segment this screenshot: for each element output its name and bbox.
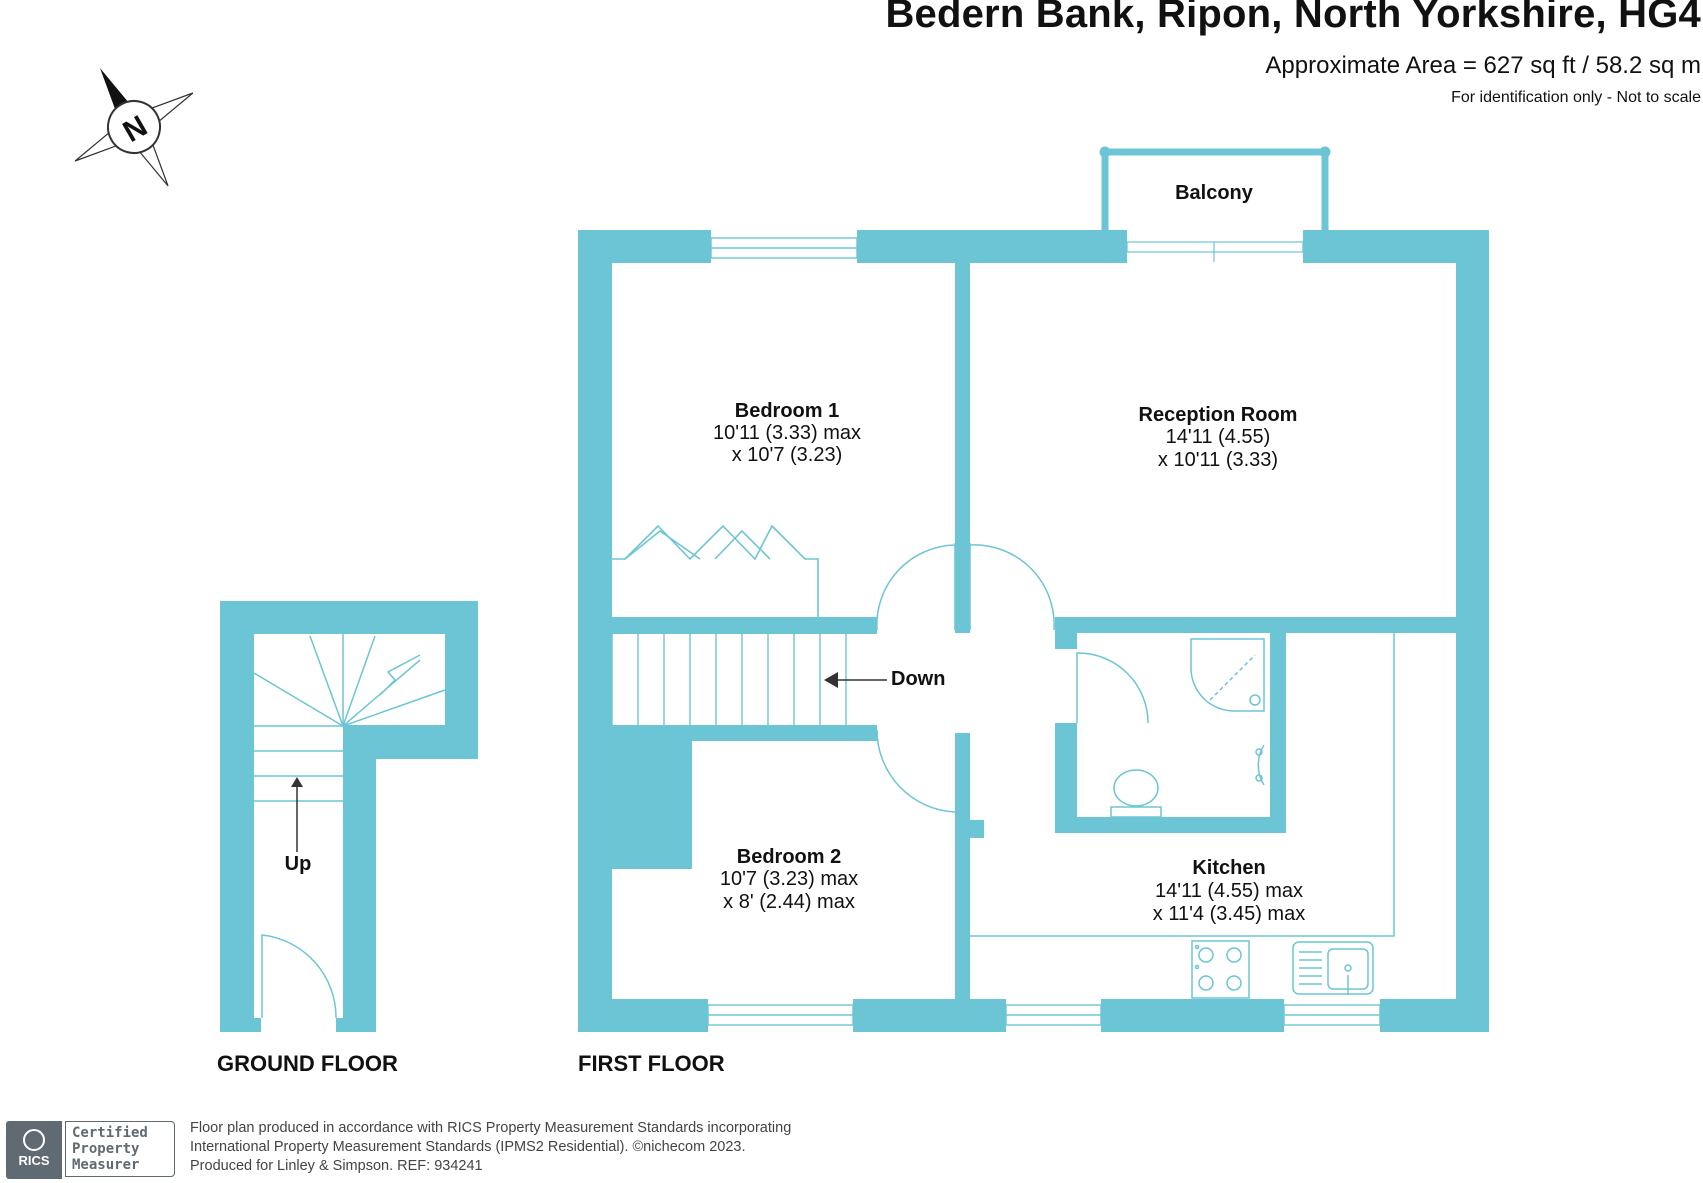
rics-line-3: Measurer [72,1157,140,1173]
bedroom1-dimension-2: x 10'7 (3.23) [732,444,843,466]
first-floor-label: FIRST FLOOR [578,1051,725,1076]
ground-floor-label: GROUND FLOOR [217,1051,398,1076]
balcony-outline [1099,146,1331,262]
stairs-down-label: Down [891,668,945,690]
footer-line-1: Floor plan produced in accordance with R… [190,1120,792,1136]
balcony-name: Balcony [1175,182,1254,204]
footer-notes: Floor plan produced in accordance with R… [190,1119,791,1176]
ground-floor-stairs [253,634,446,1019]
bedroom2-dimension-2: x 8' (2.44) max [723,891,855,913]
stairs-up-label: Up [285,853,312,875]
kitchen-name: Kitchen [1192,857,1265,879]
footer-line-3: Produced for Linley & Simpson. REF: 9342… [190,1158,483,1174]
bathroom-fixtures [1110,638,1265,818]
rics-logo: RICS [6,1121,62,1179]
ground-floor-walls [220,601,478,1032]
door-swings [876,543,1149,813]
bedroom1-name: Bedroom 1 [735,400,839,422]
property-address-title: Bedern Bank, Ripon, North Yorkshire, HG4 [885,0,1701,36]
kitchen-units [970,633,1395,999]
bedroom2-dimension-1: 10'7 (3.23) max [720,868,858,890]
identification-note: For identification only - Not to scale [1451,89,1701,106]
reception-dimension-2: x 10'11 (3.33) [1158,449,1278,471]
approximate-area: Approximate Area = 627 sq ft / 58.2 sq m [1265,52,1701,79]
compass-icon [74,68,194,187]
reception-name: Reception Room [1139,404,1298,426]
rics-certified-badge: RICS Certified Property Measurer [6,1121,179,1179]
first-floor-stairs [611,634,887,725]
rics-line-2: Property [72,1141,140,1157]
bedroom1-dimension-1: 10'11 (3.33) max [713,422,861,444]
rics-crest-icon [23,1129,45,1151]
reception-dimension-1: 14'11 (4.55) [1166,426,1271,448]
kitchen-dimension-2: x 11'4 (3.45) max [1153,903,1305,925]
rics-certification-text: Certified Property Measurer [65,1121,175,1177]
windows [707,237,1381,1026]
rics-badge-text: RICS [18,1153,50,1168]
footer-line-2: International Property Measurement Stand… [190,1139,746,1155]
rics-line-1: Certified [72,1125,148,1141]
first-floor-walls [578,230,1489,1032]
wardrobe [612,524,819,617]
kitchen-dimension-1: 14'11 (4.55) max [1155,880,1303,902]
bedroom2-name: Bedroom 2 [737,846,841,868]
